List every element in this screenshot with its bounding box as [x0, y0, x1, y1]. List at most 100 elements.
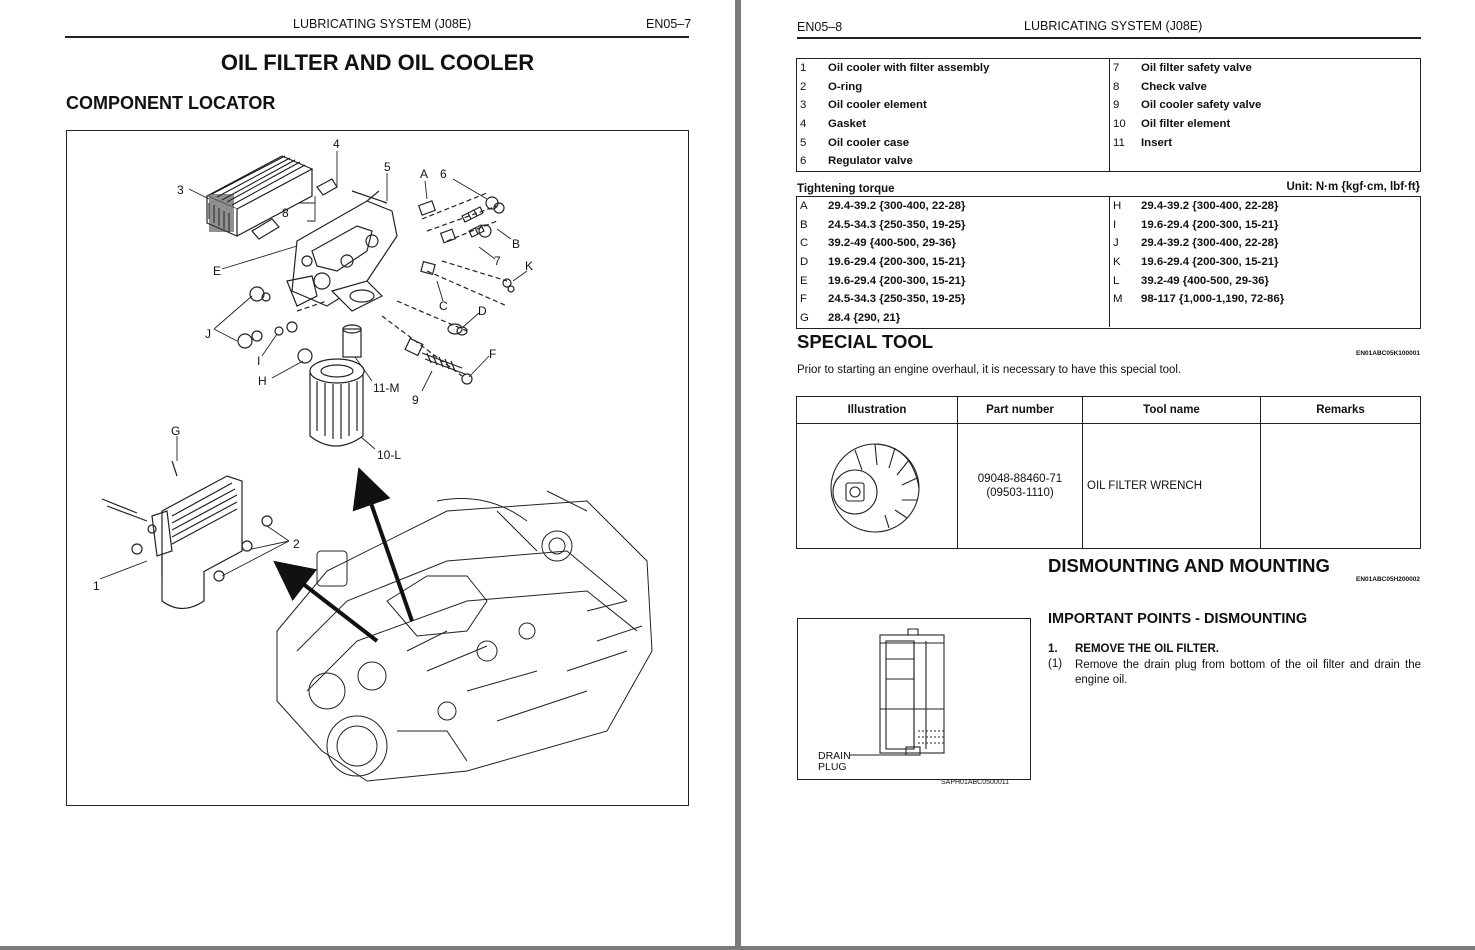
part-no: 5 [800, 136, 807, 149]
callout-6: 6 [440, 167, 447, 181]
tool-part-number-cell: 09048-88460-71 (09503-1110) [957, 423, 1083, 549]
torque-value: 29.4-39.2 {300-400, 22-28} [1141, 237, 1279, 250]
section-title: COMPONENT LOCATOR [66, 93, 276, 113]
torque-value: 98-117 {1,000-1,190, 72-86} [1141, 293, 1285, 306]
figure-code: SAPH01ABC0500011 [941, 779, 1009, 786]
parts-list-box [796, 58, 1421, 172]
callout-g: G [171, 424, 180, 438]
part-no: 6 [800, 155, 807, 168]
special-tool-intro: Prior to starting an engine overhaul, it… [797, 364, 1182, 376]
step-number: 1. [1048, 643, 1058, 655]
col-remarks: Remarks [1260, 396, 1421, 424]
part-no: 2 [800, 80, 807, 93]
part-name: Oil filter safety valve [1141, 62, 1252, 75]
callout-7: 7 [494, 254, 501, 268]
oil-cooler-assembly-drawing [101, 460, 273, 610]
part-name: Oil cooler with filter assembly [828, 62, 990, 75]
part-no: 7 [1109, 59, 1138, 78]
part-name: Oil cooler element [828, 99, 927, 112]
part-number-1: 09048-88460-71 [977, 473, 1063, 485]
tool-illustration-cell [796, 423, 958, 549]
dismounting-code: EN01ABC05H200002 [1356, 576, 1420, 583]
torque-key: L [1109, 271, 1138, 290]
valve-parts-drawing [404, 196, 515, 385]
torque-value: 39.2-49 {400-500, 29-36} [828, 237, 956, 250]
torque-value: 29.4-39.2 {300-400, 22-28} [1141, 200, 1279, 213]
substep-text: Remove the drain plug from bottom of the… [1075, 659, 1421, 686]
torque-value: 19.6-29.4 {200-300, 15-21} [828, 274, 966, 287]
left-header-title: LUBRICATING SYSTEM (J08E) [293, 17, 472, 31]
callout-i: I [257, 354, 260, 368]
parts-list-table: 1 Oil cooler with filter assembly 7 Oil … [797, 59, 1424, 171]
special-tool-title: SPECIAL TOOL [797, 331, 934, 352]
callout-j: J [205, 327, 211, 341]
tool-remarks-cell [1260, 423, 1421, 549]
torque-row: A 29.4-39.2 {300-400, 22-28} H 29.4-39.2… [797, 197, 1424, 216]
substep-number: (1) [1048, 658, 1063, 670]
callout-5: 5 [384, 160, 391, 174]
oil-cooler-element-drawing [205, 155, 314, 237]
torque-value: 19.6-29.4 {200-300, 15-21} [1141, 256, 1279, 269]
parts-row: 4 Gasket 10 Oil filter element [797, 114, 1424, 134]
callout-b: B [512, 237, 520, 251]
drain-label: DRAIN [818, 750, 851, 762]
step-title: REMOVE THE OIL FILTER. [1075, 643, 1219, 655]
part-no: 1 [800, 62, 807, 75]
right-page: EN05–8 LUBRICATING SYSTEM (J08E) 1 Oil c… [741, 0, 1475, 946]
torque-key: G [800, 311, 809, 324]
torque-key: I [1109, 215, 1138, 235]
dismounting-subtitle: IMPORTANT POINTS - DISMOUNTING [1048, 611, 1308, 627]
part-name: Insert [1141, 136, 1173, 149]
special-tool-code: EN01ABC05K100001 [1356, 350, 1420, 357]
oil-filter-wrench-icon [830, 442, 920, 533]
parts-row: 6 Regulator valve [797, 151, 1424, 171]
oil-filter-element-drawing [309, 358, 365, 447]
torque-table-box [796, 196, 1421, 329]
col-part-number: Part number [957, 396, 1083, 424]
torque-value: 29.4-39.2 {300-400, 22-28} [828, 200, 966, 213]
torque-key: B [800, 218, 808, 231]
torque-key: A [800, 200, 808, 213]
right-header-rule [797, 37, 1421, 39]
part-no: 10 [1109, 114, 1138, 134]
part-name: Check valve [1141, 80, 1207, 93]
parts-row: 5 Oil cooler case 11 Insert [797, 133, 1424, 152]
part-no: 4 [800, 118, 807, 131]
torque-row: B 24.5-34.3 {250-350, 19-25} I 19.6-29.4… [797, 215, 1424, 235]
part-no: 9 [1109, 96, 1138, 115]
torque-key: D [800, 256, 809, 269]
col-tool-name: Tool name [1082, 396, 1261, 424]
torque-key: K [1109, 252, 1138, 272]
torque-table: A 29.4-39.2 {300-400, 22-28} H 29.4-39.2… [797, 197, 1424, 328]
callout-10-l: 10-L [377, 448, 401, 462]
callout-h: H [258, 374, 267, 388]
part-name: Oil filter element [1141, 118, 1231, 131]
part-name: Gasket [828, 118, 866, 131]
engine-drawing [276, 490, 653, 782]
part-name: Oil cooler safety valve [1141, 99, 1262, 112]
callout-4: 4 [333, 137, 340, 151]
special-tool-table: Illustration Part number Tool name Remar… [796, 396, 1421, 549]
torque-row: E 19.6-29.4 {200-300, 15-21} L 39.2-49 {… [797, 271, 1424, 290]
torque-key: F [800, 293, 807, 306]
left-page: LUBRICATING SYSTEM (J08E) EN05–7 OIL FIL… [0, 0, 735, 946]
exploded-view-drawing: 3 4 5 A 6 8 B 7 K E C D J I H 11-M 9 F 1… [93, 137, 653, 782]
oil-filter-figure: DRAIN PLUG [797, 618, 1031, 780]
callout-a: A [420, 167, 428, 181]
right-header-title: LUBRICATING SYSTEM (J08E) [1024, 19, 1203, 33]
parts-row: 1 Oil cooler with filter assembly 7 Oil … [797, 59, 1424, 78]
page-title: OIL FILTER AND OIL COOLER [220, 50, 535, 75]
torque-row: D 19.6-29.4 {200-300, 15-21} K 19.6-29.4… [797, 252, 1424, 272]
torque-key: M [1109, 289, 1138, 309]
torque-value: 24.5-34.3 {250-350, 19-25} [828, 293, 966, 306]
oil-cooler-case-drawing [286, 190, 398, 312]
dismounting-title: DISMOUNTING AND MOUNTING [1048, 555, 1330, 576]
part-name: Regulator valve [828, 155, 913, 168]
torque-row: G 28.4 {290, 21} [797, 308, 1424, 328]
callout-9: 9 [412, 393, 419, 407]
callout-2: 2 [293, 537, 300, 551]
part-name: Oil cooler case [828, 136, 910, 149]
tool-row: 09048-88460-71 (09503-1110) OIL FILTER W… [796, 423, 1421, 549]
callout-1: 1 [93, 579, 100, 593]
callout-3: 3 [177, 183, 184, 197]
